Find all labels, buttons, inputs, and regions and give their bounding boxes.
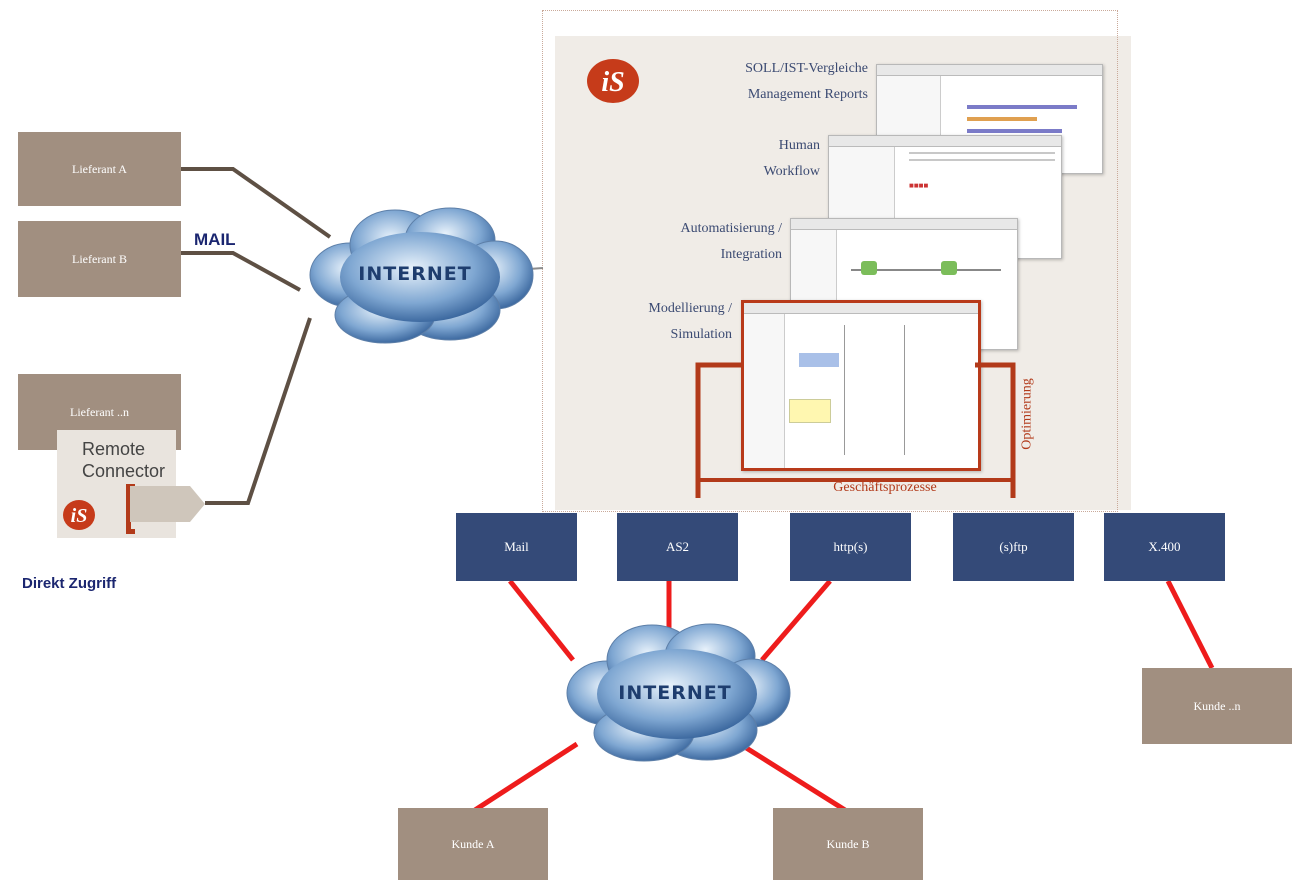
business-processes-label: Geschäftsprozesse	[833, 480, 937, 495]
protocol-https-box: http(s)	[790, 513, 911, 581]
modelling-label: Modellierung / Simulation	[648, 301, 732, 342]
line-remote-connector	[205, 317, 312, 505]
internet-label-top: INTERNET	[358, 263, 472, 285]
line-mail	[508, 579, 575, 662]
line-https	[760, 579, 832, 662]
internet-cloud-bottom: INTERNET	[552, 608, 797, 773]
customer-n-box: Kunde ..n	[1142, 668, 1292, 744]
optimization-loop	[695, 362, 1016, 498]
line-supplier-b	[181, 251, 301, 292]
line-kunde-b	[738, 741, 847, 813]
protocol-mail-box: Mail	[456, 513, 577, 581]
remote-connector-label: Remote Connector	[82, 439, 166, 481]
line-kunde-a	[473, 741, 579, 813]
is-logo-icon: iS	[61, 498, 97, 532]
supplier-b-box: Lieferant B	[18, 221, 181, 297]
process-panel-frame	[542, 10, 1118, 512]
customer-a-box: Kunde A	[398, 808, 548, 880]
automation-label: Automatisierung / Integration	[680, 221, 783, 262]
svg-text:iS: iS	[601, 67, 624, 98]
line-supplier-a	[181, 167, 332, 239]
protocol-as2-box: AS2	[617, 513, 738, 581]
protocol-x400-box: X.400	[1104, 513, 1225, 581]
reports-label: SOLL/IST-Vergleiche Management Reports	[745, 61, 868, 102]
human-workflow-screenshot: ■■■■	[828, 135, 1062, 259]
customer-b-box: Kunde B	[773, 808, 923, 880]
internet-label-bottom: INTERNET	[618, 682, 732, 704]
is-logo-panel-icon: iS	[583, 56, 643, 106]
protocol-sftp-box: (s)ftp	[953, 513, 1074, 581]
svg-text:iS: iS	[71, 505, 88, 527]
supplier-a-box: Lieferant A	[18, 132, 181, 206]
mail-label: MAIL	[194, 230, 236, 249]
optimization-label: Optimierung	[1019, 378, 1035, 450]
modelling-screenshot	[741, 300, 981, 471]
line-x400	[1165, 579, 1215, 670]
connector-plug-icon	[130, 486, 205, 522]
optimization-label-wrap: Optimierung	[1012, 378, 1042, 468]
internet-cloud-top: INTERNET	[290, 195, 540, 355]
human-workflow-label: Human Workflow	[763, 138, 820, 179]
direct-access-label: Direkt Zugriff	[22, 575, 117, 592]
